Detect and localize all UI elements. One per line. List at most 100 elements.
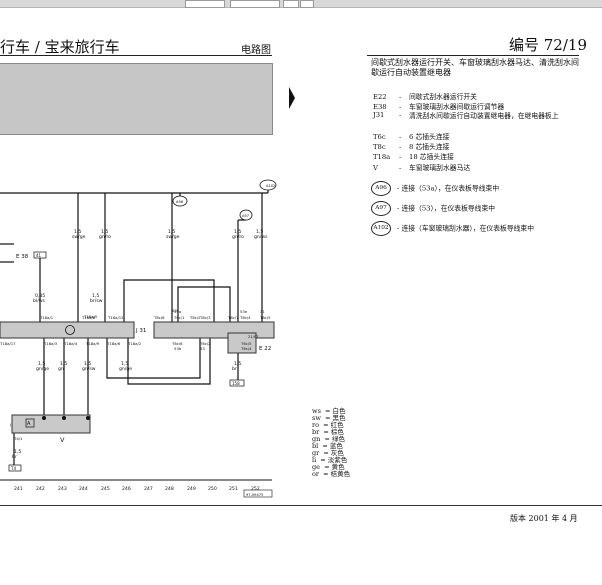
connector-pin: T18a/1 [39, 315, 54, 320]
connector-pin: 53e [240, 309, 248, 314]
marker-label: 158 [232, 381, 240, 386]
component-label-e22: E 22 [259, 346, 271, 352]
connector-pin: 53 [200, 346, 205, 351]
wire-size: 1,5 [256, 229, 263, 235]
connector-pin: T6c/2 [199, 341, 211, 346]
version-text: 版本 2001 年 4 月 [510, 514, 578, 523]
connection-bubble: A97 [242, 214, 249, 218]
connection-text: 连接（53a），在仪表板导线束中 [401, 184, 500, 193]
wire-size: 0,35 [35, 293, 45, 299]
footer-rule [0, 505, 602, 506]
column-number: 242 [36, 486, 45, 492]
wire-size: 1,5 [121, 361, 128, 367]
connector-pin: 53b [174, 346, 182, 351]
figure-id: 97-09475 [246, 493, 263, 497]
legend-item: J31-清洗刮水间歇运行自动装置继电器，在继电器板上 [373, 111, 579, 121]
wire-color: gn/sw [82, 366, 96, 372]
connection-code: A97 [371, 201, 391, 216]
wire-size: 1,5 [101, 229, 108, 235]
connection-bubble: A102 [266, 184, 275, 188]
wire-size: 1,5 [14, 449, 21, 455]
wire-color: br [12, 454, 17, 460]
header-rule-right [367, 55, 579, 56]
legend-code: E38 [373, 103, 387, 111]
toolbar-field[interactable] [185, 0, 225, 8]
connection-text: 连接（车窗玻璃刮水器），在仪表板导线束中 [401, 224, 535, 233]
wire-color: gn/ge [36, 366, 49, 372]
connector-pin: T18a/2 [127, 341, 142, 346]
wire-color: sw/ge [72, 234, 86, 240]
connector-pin: T8c/7 [227, 315, 239, 320]
legend-code: V [373, 164, 378, 172]
legend-text: 车窗玻璃刮水器间歇运行调节器 [409, 103, 505, 111]
column-number: 243 [58, 486, 67, 492]
diagram-description: 间歇式刮水器运行开关、车窗玻璃刮水器马达、清洗刮水间歇运行自动装置继电器 [371, 58, 579, 77]
j31-relay-block [0, 321, 135, 339]
wire-mark: 53s [172, 308, 179, 313]
legend-item: T8c-8 芯插头连接 [373, 143, 450, 151]
connector-pin: T18a/9 [85, 341, 100, 346]
connector-pin: T18a/6 [106, 341, 121, 346]
component-label-a: A [27, 421, 31, 427]
connection-text: 连接（53），在仪表板导线束中 [401, 204, 496, 213]
color-code-item: br = 棕色 [312, 428, 344, 436]
wire-size: 1,5 [234, 229, 241, 235]
legend-item: E38-车窗玻璃刮水器间歇运行调节器 [373, 103, 505, 111]
column-number: 246 [122, 486, 131, 492]
wire-size: 1,5 [74, 229, 81, 235]
connector-pin: T18a/8 [81, 315, 96, 320]
legend-code: T18a [373, 153, 391, 161]
legend-item: T6c-6 芯插头连接 [373, 133, 450, 141]
page-title: 行车 / 宝来旅行车 [0, 38, 120, 56]
connection-item: A102- 连接（车窗玻璃刮水器），在仪表板导线束中 [371, 221, 534, 236]
toolbar-field[interactable] [230, 0, 280, 8]
connector-pin: T6c/6 [171, 341, 183, 346]
toolbar-button[interactable] [300, 0, 314, 8]
page-arrow-icon[interactable] [289, 87, 295, 109]
wire-color: gn/ro [99, 234, 111, 240]
connector-pin: T8c/5 [259, 315, 271, 320]
color-code-item: sw = 黑色 [312, 414, 346, 422]
connector-pin: 53a [174, 309, 181, 314]
connector-pin: T6c/4 [240, 346, 252, 351]
wire-color: bl/ws [33, 298, 45, 304]
wire-size: 1,5 [60, 361, 67, 367]
wire-color: sw/ge [166, 234, 180, 240]
color-code-item: gr = 灰色 [312, 449, 344, 457]
legend-text: 间歇式刮水器运行开关 [409, 93, 477, 101]
wire-color: br/sw [90, 298, 103, 304]
connector-pin: T8c/3 [199, 315, 211, 320]
column-number: 245 [101, 486, 110, 492]
legend-text: 车窗玻璃刮水器马达 [409, 164, 471, 172]
wire-size: 1,5 [38, 361, 45, 367]
legend-text: 清洗刮水间歇运行自动装置继电器，在继电器板上 [409, 112, 559, 120]
connector-pin: T18a/4 [63, 341, 78, 346]
color-code-item: bl = 蓝色 [312, 442, 343, 450]
column-number: 248 [165, 486, 174, 492]
column-number: 247 [144, 486, 153, 492]
connector-pin: T8c/8 [153, 315, 165, 320]
connector-pin: 31 [260, 309, 265, 314]
wire-color: gn/ro [232, 234, 244, 240]
color-code-item: ro = 红色 [312, 421, 344, 429]
legend-code: T8c [373, 143, 386, 151]
toolbar-button[interactable] [283, 0, 299, 8]
color-code-item: li = 淡紫色 [312, 456, 348, 464]
color-code-item: or = 桔黄色 [312, 470, 351, 478]
component-label-j31: J 31 [135, 328, 146, 334]
connection-item: A96- 连接（53a），在仪表板导线束中 [371, 181, 499, 196]
connector-pin: J [9, 422, 11, 427]
color-code-item: gn = 绿色 [312, 435, 345, 443]
connector-pin: T18a/17 [0, 341, 16, 346]
connector-pin: T18a/12 [107, 315, 124, 320]
connection-bubble: A96 [176, 200, 184, 204]
wire-color: gn/ge [119, 366, 132, 372]
column-number: 241 [14, 486, 23, 492]
wire-size: 1,5 [92, 293, 99, 299]
color-code-item: ge = 黄色 [312, 463, 345, 471]
color-code-item: ws = 白色 [312, 407, 346, 415]
connector-pin: T8c/4 [239, 315, 251, 320]
connector-pin: T18a/5 [83, 314, 98, 319]
component-label-v: V [60, 436, 65, 444]
